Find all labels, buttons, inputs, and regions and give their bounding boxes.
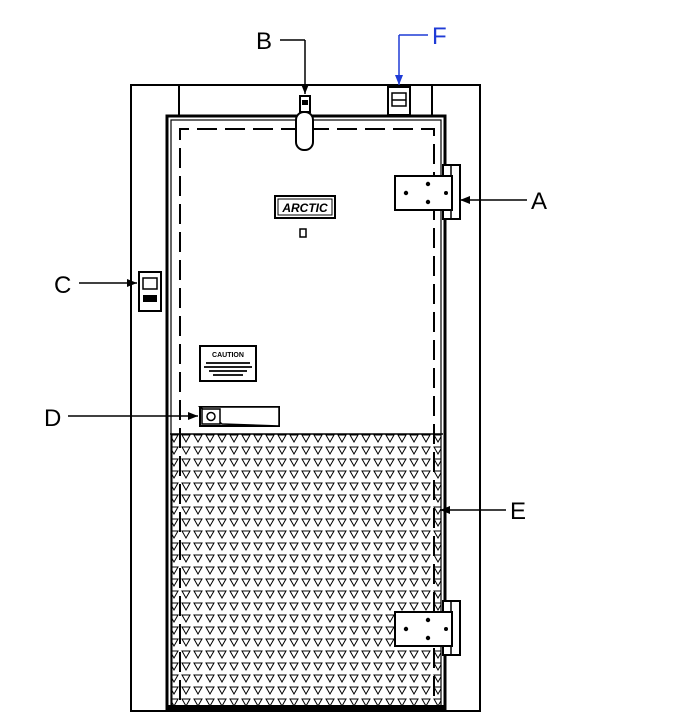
callout-a-label: A — [531, 188, 547, 215]
callout-a: A — [460, 188, 547, 215]
callout-f-label: F — [432, 23, 447, 50]
light-switch — [138, 271, 162, 312]
diamond-plate-panel — [171, 433, 442, 707]
door-handle — [197, 406, 280, 427]
callout-d-label: D — [44, 405, 61, 432]
thermometer-box — [387, 86, 411, 116]
caution-label-title: CAUTION — [212, 352, 244, 359]
arctic-nameplate: ARCTIC — [274, 195, 336, 219]
callout-e-label: E — [510, 498, 526, 525]
lower-hinge — [394, 600, 461, 656]
callout-e: E — [440, 498, 526, 525]
callout-c-label: C — [54, 272, 71, 299]
callout-c: C — [54, 272, 137, 299]
brand-label: ARCTIC — [281, 201, 328, 215]
callout-b-label: B — [256, 28, 272, 55]
callout-f: F — [395, 23, 447, 85]
door-bottom-sweep — [167, 705, 445, 711]
door-keyhole — [299, 228, 307, 238]
upper-hinge — [394, 164, 461, 220]
door-closer — [295, 95, 314, 151]
door-gasket-dashed — [179, 128, 435, 700]
caution-label: CAUTION — [199, 345, 257, 382]
callout-d: D — [44, 405, 198, 432]
callout-b: B — [256, 28, 309, 94]
